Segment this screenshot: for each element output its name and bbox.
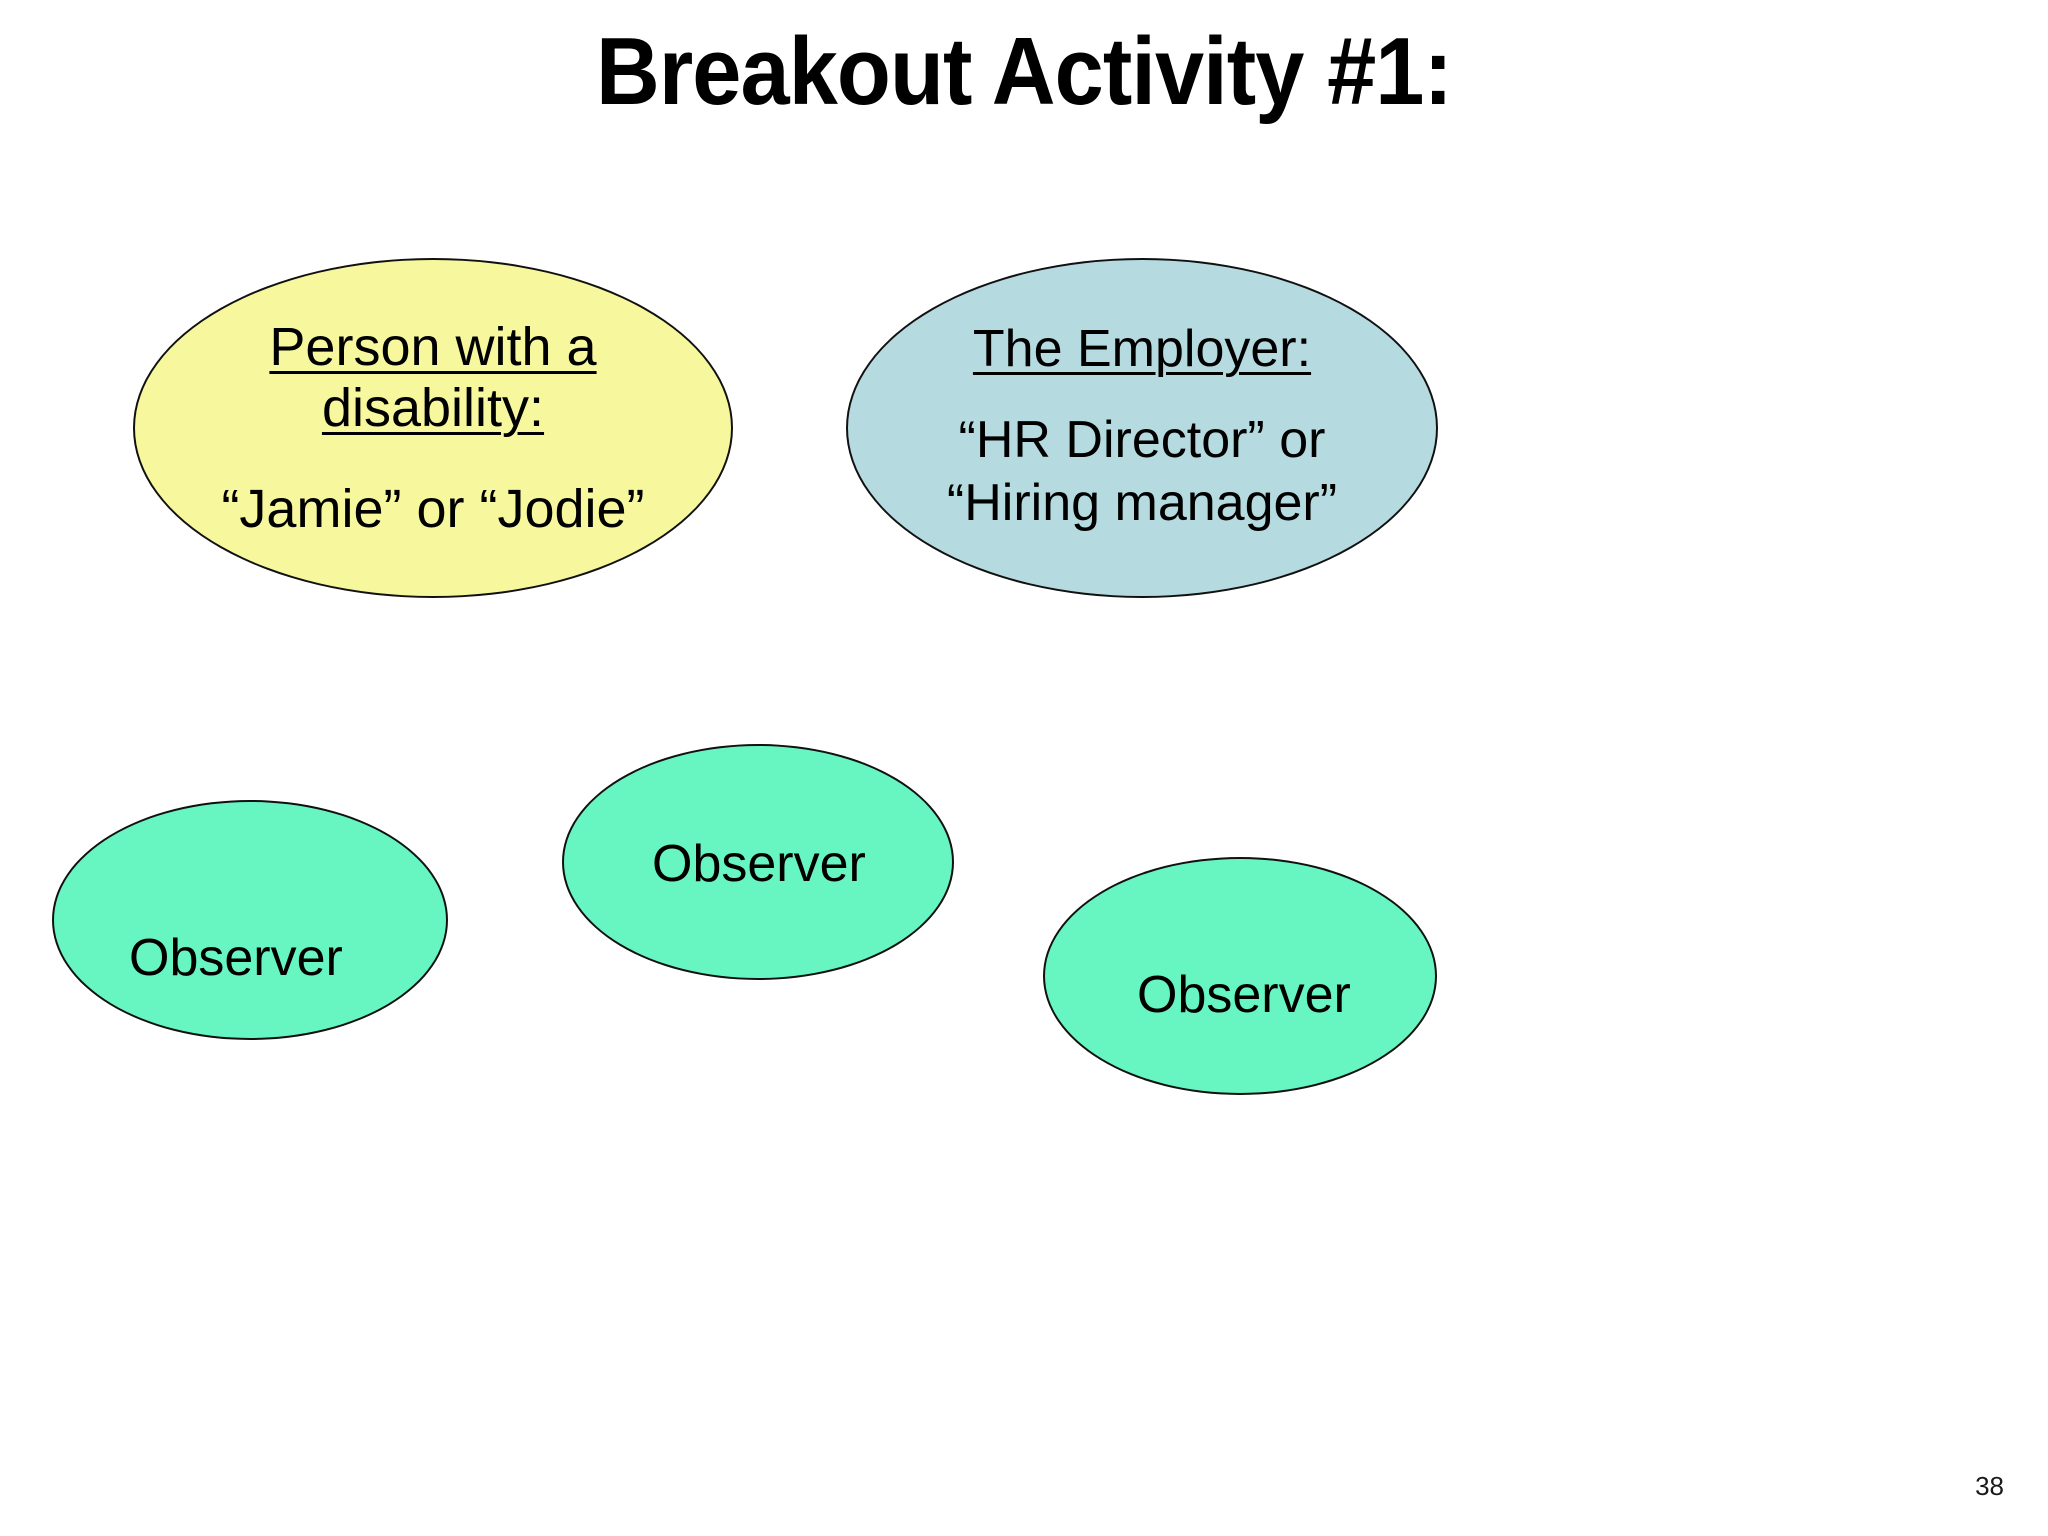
observer-ellipse-1[interactable]: Observer: [52, 800, 448, 1040]
page-number: 38: [1975, 1471, 2004, 1501]
observer-label-3: Observer: [1137, 966, 1351, 1024]
observer-label-1: Observer: [129, 929, 343, 987]
role-ellipse-person-with-a-disability[interactable]: Person with a disability: “Jamie” or “Jo…: [133, 258, 733, 598]
role-subtext-the-employer: “HR Director” or “Hiring manager”: [947, 409, 1337, 536]
page-title: Breakout Activity #1:: [595, 18, 1453, 125]
observer-ellipse-3[interactable]: Observer: [1043, 857, 1437, 1095]
role-subtext-the-employer-line-2: “Hiring manager”: [946, 474, 1338, 533]
observer-ellipse-2[interactable]: Observer: [562, 744, 954, 980]
role-heading-the-employer: The Employer:: [972, 320, 1312, 379]
role-subtext-person-with-a-disability: “Jamie” or “Jodie”: [221, 478, 645, 539]
role-heading-person-with-a-disability: Person with a disability:: [269, 316, 597, 439]
observer-label-2: Observer: [652, 835, 866, 893]
role-subtext-the-employer-line-1: “HR Director” or: [958, 410, 1326, 469]
role-ellipse-the-employer[interactable]: The Employer: “HR Director” or “Hiring m…: [846, 258, 1438, 598]
